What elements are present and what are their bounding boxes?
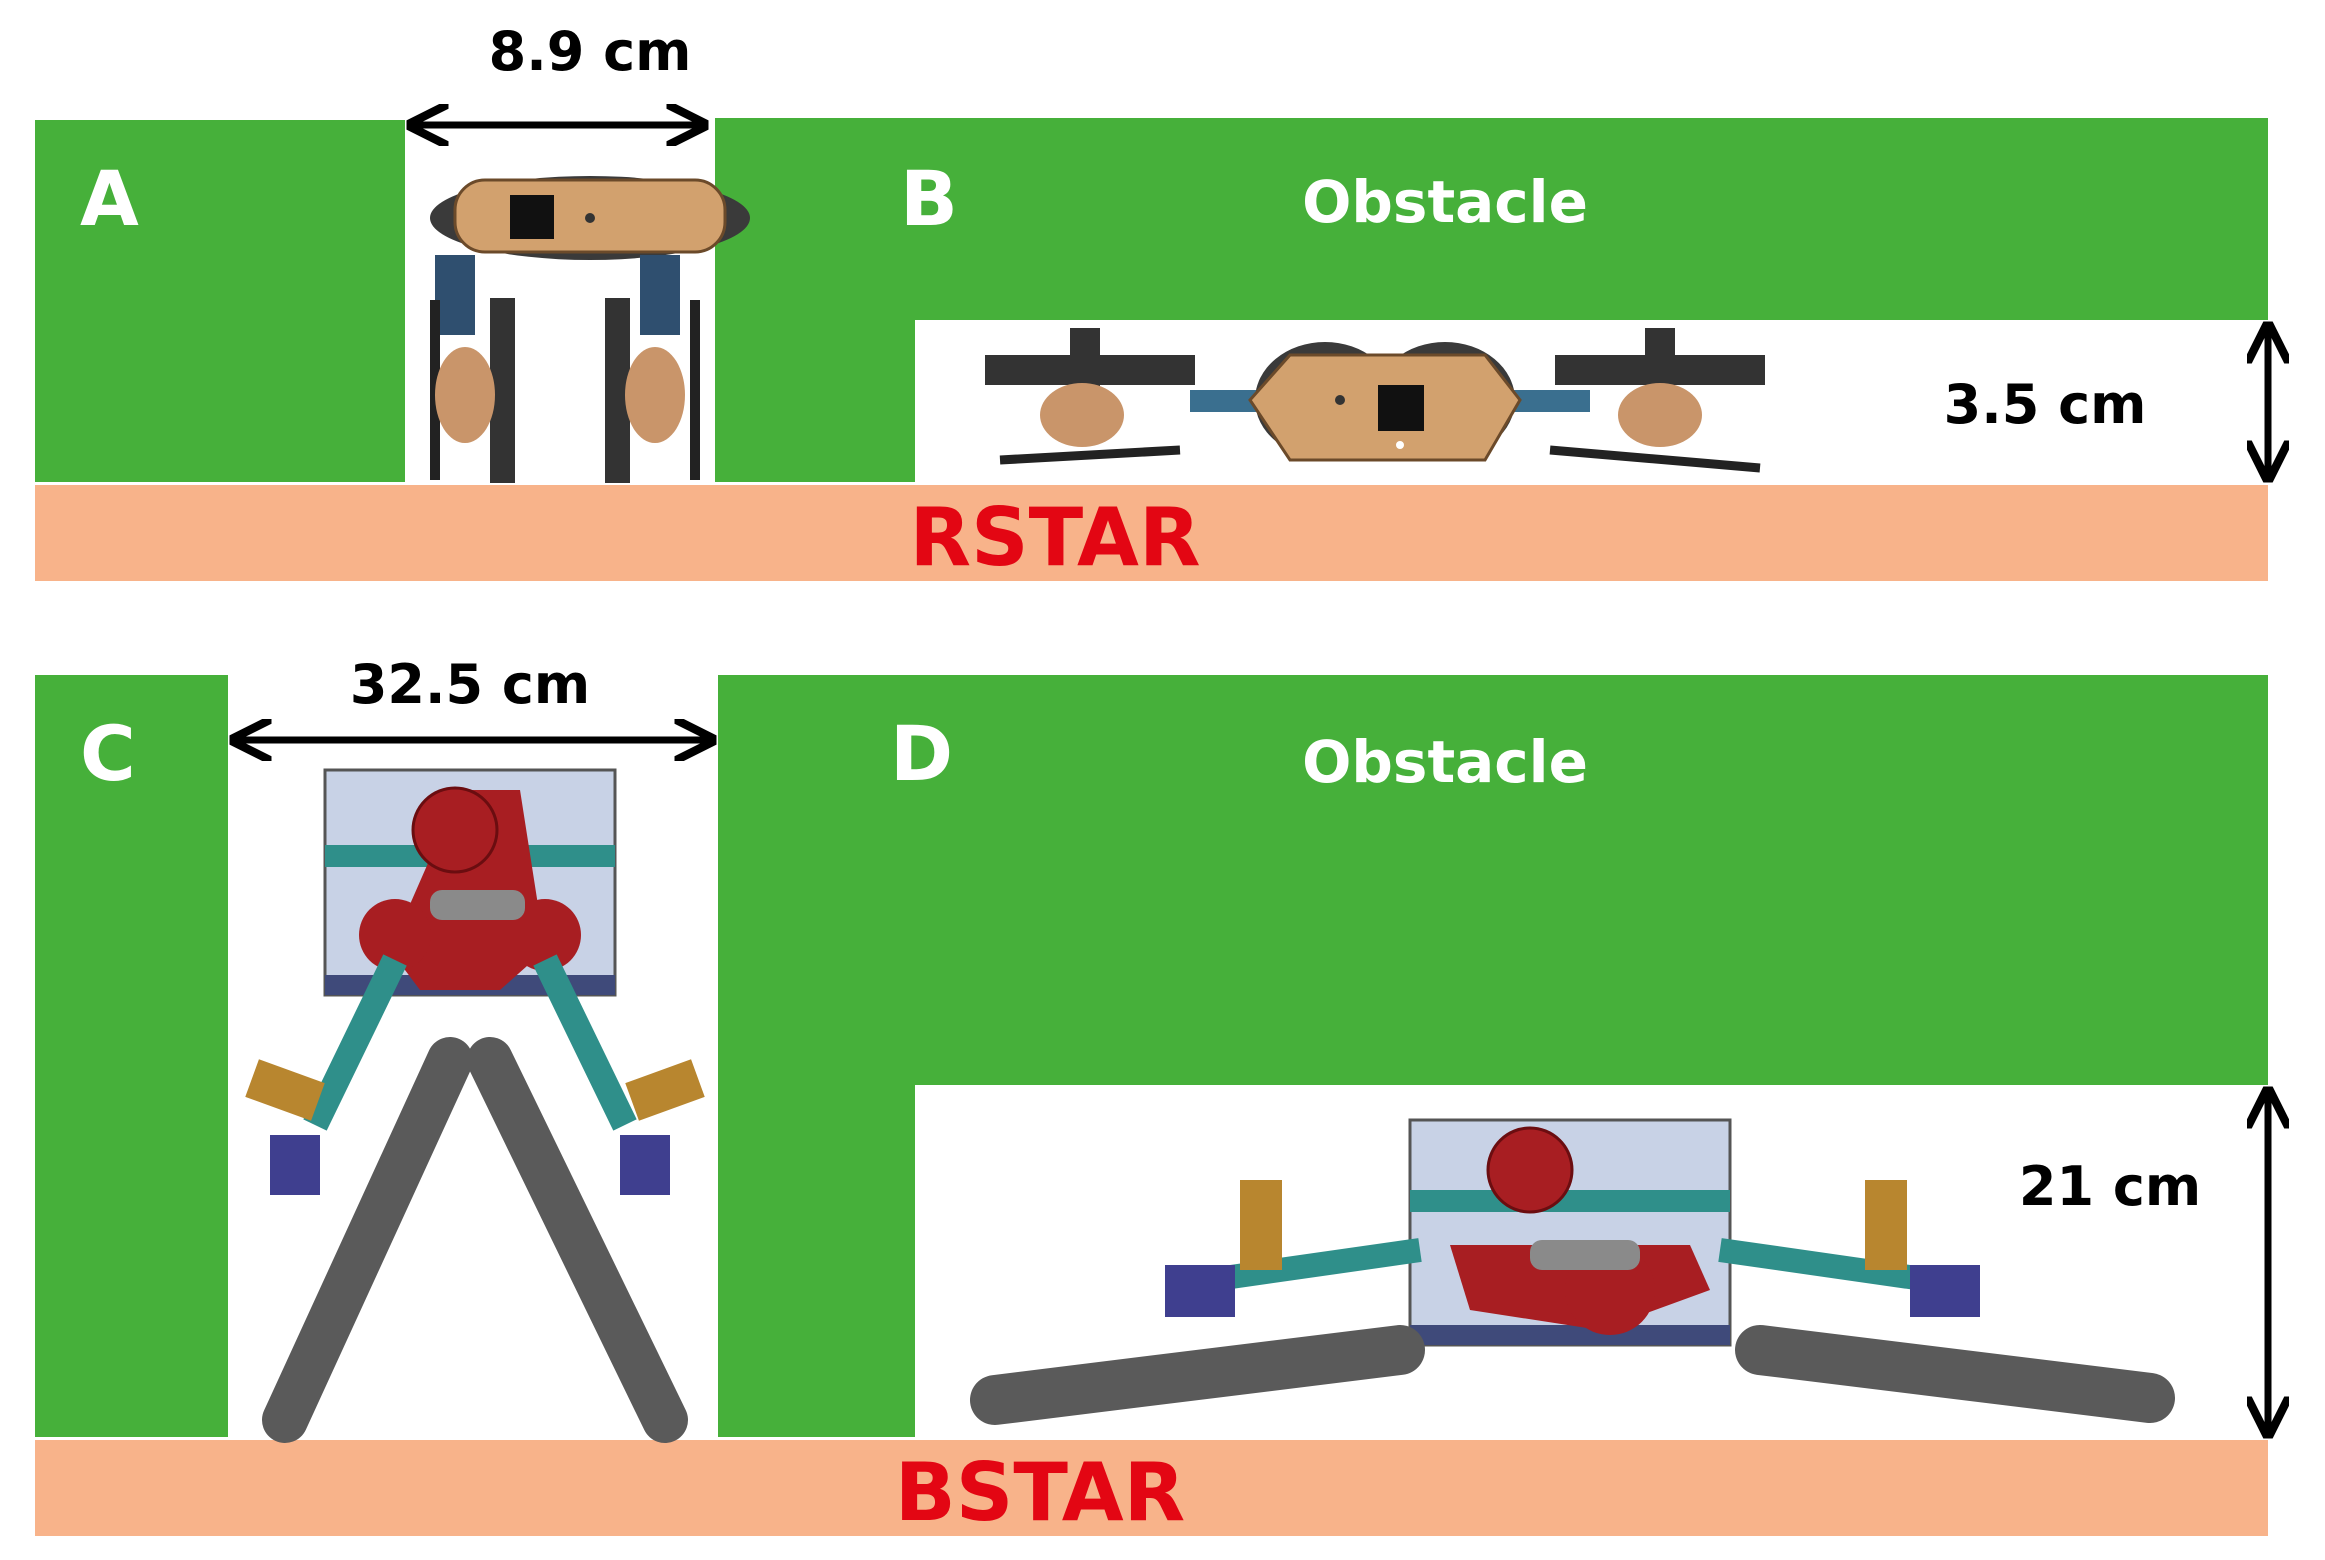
panel-b-obstacle-label: Obstacle	[1302, 168, 1588, 236]
bstar-robot-flat	[970, 1118, 2175, 1425]
panel-a-obstacle	[35, 120, 405, 482]
rstar-robot-flat	[985, 328, 1765, 473]
top-ground	[35, 485, 2268, 581]
panel-b-obstacle	[715, 118, 2268, 482]
panel-a-letter: A	[80, 154, 139, 243]
panel-c-letter: C	[80, 709, 136, 798]
top-ground-label: RSTAR	[909, 491, 1200, 584]
panel-b-letter: B	[900, 154, 958, 243]
panel-d-letter: D	[890, 709, 953, 798]
panel-d-obstacle-label: Obstacle	[1302, 728, 1588, 796]
panel-d-obstacle	[718, 675, 2268, 1437]
panel-d-gap-label: 21 cm	[2019, 1155, 2201, 1218]
panel-c-obstacle	[35, 675, 228, 1437]
top-scene: A B Obstacle RSTAR 8.9 cm	[35, 20, 2268, 584]
bottom-ground-label: BSTAR	[895, 1446, 1185, 1539]
panel-c-width-label: 32.5 cm	[350, 653, 590, 716]
rstar-robot-vertical	[430, 176, 750, 483]
bottom-ground	[35, 1440, 2268, 1536]
bottom-scene: C D Obstacle BSTAR 32.5 cm	[35, 653, 2268, 1539]
top-width-label: 8.9 cm	[489, 20, 692, 83]
panel-b-gap-label: 3.5 cm	[1944, 373, 2147, 436]
bstar-robot-vertical	[245, 768, 705, 1443]
